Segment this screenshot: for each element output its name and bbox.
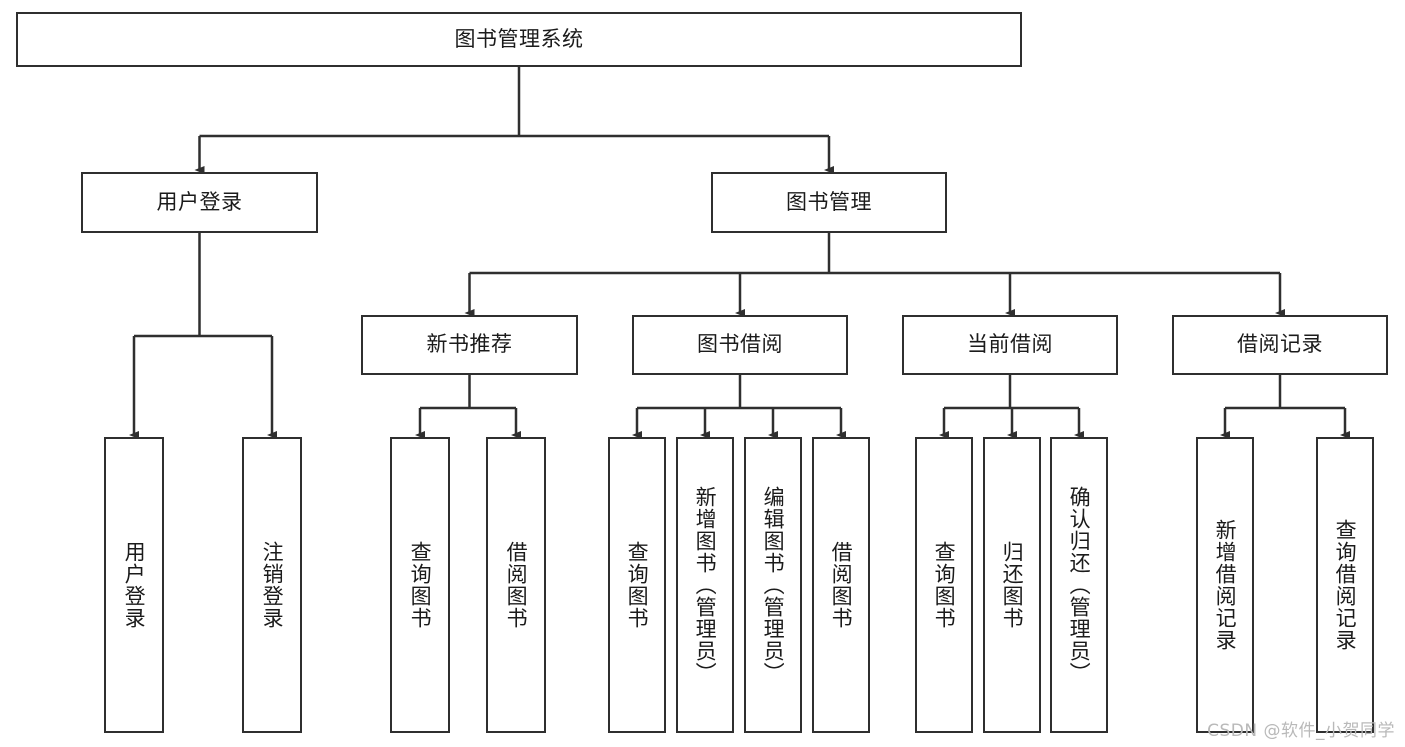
- node-borrow-1[interactable]: 查询图书: [608, 437, 666, 733]
- node-borrow-3[interactable]: 编辑图书（管理员）: [744, 437, 802, 733]
- node-label-current-2: 归还图书: [1000, 541, 1025, 629]
- node-label-newbook-1: 查询图书: [408, 541, 433, 629]
- node-login-2[interactable]: 注销登录: [242, 437, 302, 733]
- node-label-login-2: 注销登录: [260, 541, 285, 629]
- node-root[interactable]: 图书管理系统: [16, 12, 1022, 67]
- node-label-records: 借阅记录: [1237, 332, 1323, 357]
- node-label-borrow-3: 编辑图书（管理员）: [761, 486, 786, 684]
- edge-group: [129, 67, 1350, 439]
- node-login-1[interactable]: 用户登录: [104, 437, 164, 733]
- node-current[interactable]: 当前借阅: [902, 315, 1118, 375]
- node-label-borrow-1: 查询图书: [625, 541, 650, 629]
- node-label-bookmgmt: 图书管理: [786, 189, 872, 214]
- node-label-borrow: 图书借阅: [697, 332, 783, 357]
- node-current-3[interactable]: 确认归还（管理员）: [1050, 437, 1108, 733]
- node-records[interactable]: 借阅记录: [1172, 315, 1388, 375]
- node-borrow[interactable]: 图书借阅: [632, 315, 848, 375]
- node-label-root: 图书管理系统: [454, 26, 584, 51]
- node-borrow-2[interactable]: 新增图书（管理员）: [676, 437, 734, 733]
- node-newbook-2[interactable]: 借阅图书: [486, 437, 546, 733]
- node-label-login: 用户登录: [156, 189, 243, 214]
- node-borrow-4[interactable]: 借阅图书: [812, 437, 870, 733]
- node-label-newbook: 新书推荐: [426, 332, 513, 357]
- node-label-borrow-2: 新增图书（管理员）: [693, 486, 718, 684]
- node-label-login-1: 用户登录: [122, 541, 147, 629]
- node-label-records-2: 查询借阅记录: [1333, 519, 1358, 651]
- node-current-1[interactable]: 查询图书: [915, 437, 973, 733]
- node-label-current-1: 查询图书: [932, 541, 957, 629]
- node-current-2[interactable]: 归还图书: [983, 437, 1041, 733]
- node-label-current: 当前借阅: [967, 332, 1053, 357]
- node-bookmgmt[interactable]: 图书管理: [711, 172, 947, 233]
- node-newbook-1[interactable]: 查询图书: [390, 437, 450, 733]
- node-newbook[interactable]: 新书推荐: [361, 315, 578, 375]
- node-label-borrow-4: 借阅图书: [829, 541, 854, 629]
- node-label-newbook-2: 借阅图书: [504, 541, 529, 629]
- node-login[interactable]: 用户登录: [81, 172, 318, 233]
- node-records-1[interactable]: 新增借阅记录: [1196, 437, 1254, 733]
- node-label-records-1: 新增借阅记录: [1213, 519, 1238, 651]
- node-label-current-3: 确认归还（管理员）: [1067, 486, 1092, 684]
- node-records-2[interactable]: 查询借阅记录: [1316, 437, 1374, 733]
